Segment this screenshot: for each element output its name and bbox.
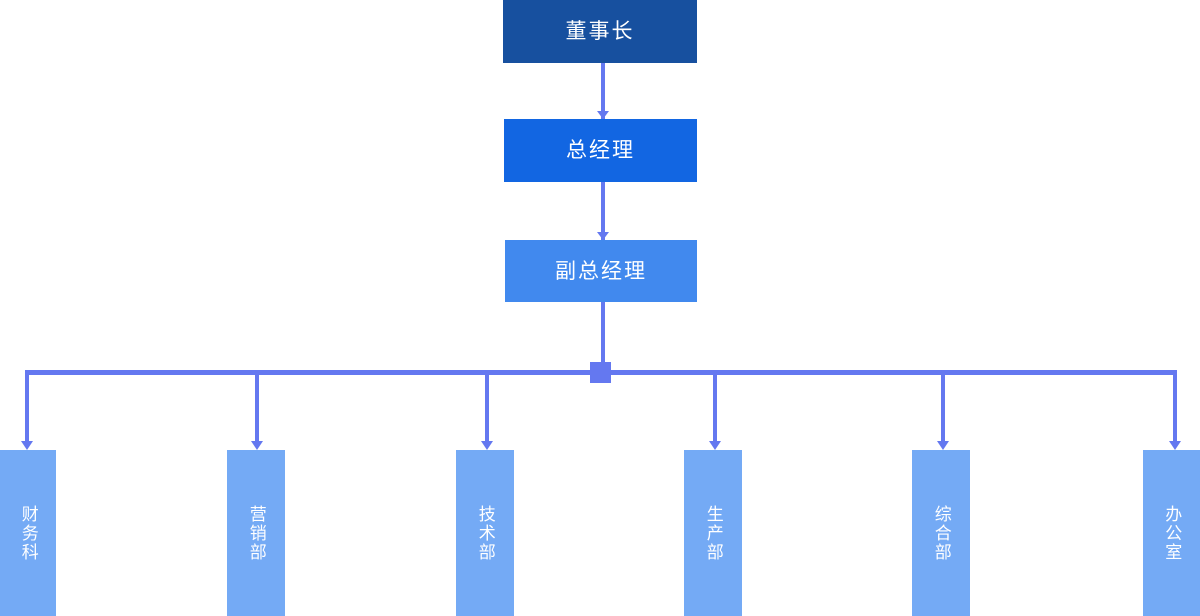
connector-dgm-to-bus [601,302,605,363]
node-chairman[interactable]: 董事长 [503,0,697,63]
node-department-general-affairs[interactable]: 综合部 [912,450,970,616]
node-department-production-label: 生产部 [703,504,723,562]
arrow-into-general-affairs-icon [937,441,949,450]
drop-line-office [1173,370,1177,442]
connector-gm-to-dgm [601,182,605,240]
drop-line-general-affairs [941,370,945,442]
arrow-into-production-icon [709,441,721,450]
node-department-finance-label: 财务科 [18,504,38,562]
arrow-into-marketing-icon [251,441,263,450]
node-general-manager-label: 总经理 [566,139,635,162]
drop-line-marketing [255,370,259,442]
node-deputy-general-manager[interactable]: 副总经理 [505,240,697,302]
arrow-into-office-icon [1169,441,1181,450]
node-department-marketing[interactable]: 营销部 [227,450,285,616]
node-general-manager[interactable]: 总经理 [504,119,697,182]
node-department-marketing-label: 营销部 [246,504,266,562]
node-department-finance[interactable]: 财务科 [0,450,56,616]
node-department-technology-label: 技术部 [475,504,495,562]
arrow-into-technology-icon [481,441,493,450]
arrow-into-gm-icon [597,111,609,119]
node-department-general-affairs-label: 综合部 [931,504,951,562]
drop-line-technology [485,370,489,442]
node-deputy-general-manager-label: 副总经理 [555,259,647,283]
arrow-into-dgm-icon [597,232,609,240]
node-department-production[interactable]: 生产部 [684,450,742,616]
arrow-into-finance-icon [21,441,33,450]
connector-chairman-to-gm [601,63,605,119]
node-department-office-label: 办公室 [1162,504,1182,562]
node-chairman-label: 董事长 [565,20,635,43]
drop-line-finance [25,370,29,442]
node-department-office[interactable]: 办公室 [1143,450,1200,616]
node-department-technology[interactable]: 技术部 [456,450,514,616]
drop-line-production [713,370,717,442]
bus-junction-node[interactable] [590,362,611,383]
